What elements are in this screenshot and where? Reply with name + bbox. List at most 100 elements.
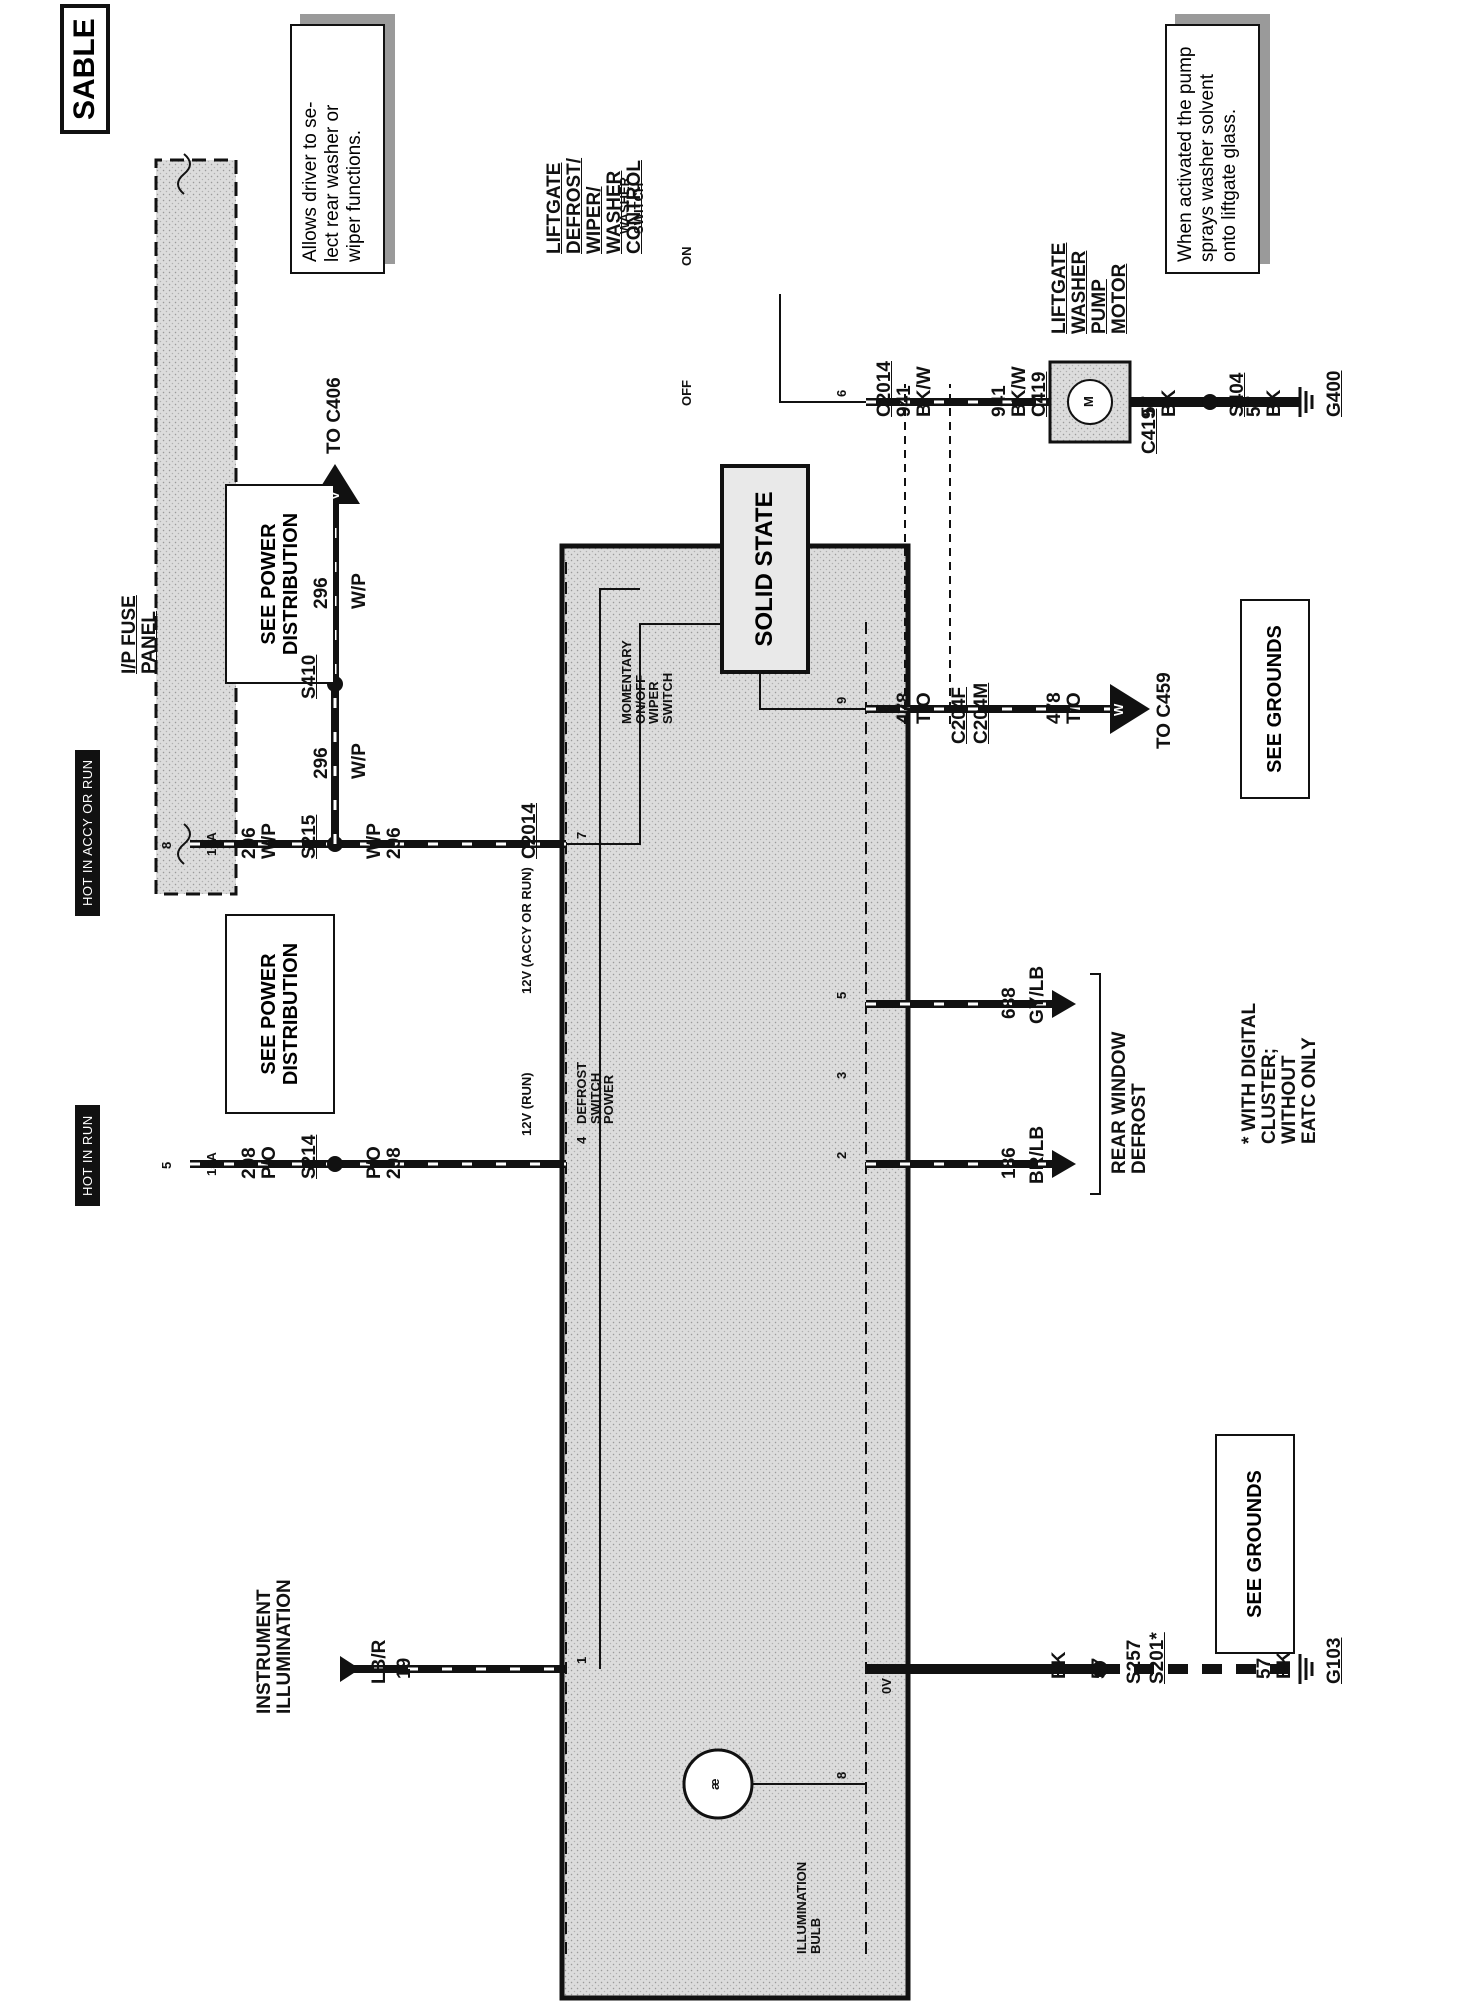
rear-window-defrost-label: REAR WINDOW DEFROST [1109,1031,1150,1174]
wire-296-number-b: 296 [384,827,405,859]
fuse-8-rating: 15A [204,832,219,856]
wire-941-color-b: BK/W [1009,366,1030,417]
to-c406-label: TO C406 [324,377,345,454]
wire-57-number-b: 57 [1254,1657,1275,1679]
ground-g103-label: G103 [1324,1637,1345,1684]
fuse-panel-outline [154,158,238,896]
splice-s257-label: S257 [1124,1639,1145,1684]
wire-478-color-b: T/O [1064,692,1085,724]
washer-switch-label: WASHER SWITCH [617,176,646,234]
wire-186-arrow [1052,1150,1076,1178]
fuse-8-label: 8 [159,841,174,849]
c406-letter: V [327,491,342,500]
connector-c204f: C204F [949,686,970,744]
pump-motor-label: LIFTGATE WASHER PUMP MOTOR [1049,242,1130,334]
wire-296-number-d: 296 [311,577,332,609]
splice-s201-label: S201* [1147,1632,1168,1684]
tag-hot-in-run: HOT IN RUN [75,1105,100,1206]
wire-296-color-b: W/P [364,823,385,859]
digital-cluster-note: * WITH DIGITAL CLUSTER; WITHOUT EATC ONL… [1239,1002,1320,1144]
c459-arrow [1110,684,1150,734]
pin-1: 1 [574,1656,589,1664]
see-power-distribution-box-1: SEE POWER DISTRIBUTION [225,914,335,1114]
momentary-switch-label: MOMENTARY ON/OFF WIPER SWITCH [619,640,675,724]
instrument-illumination-label: INSTRUMENT ILLUMINATION [254,1579,295,1714]
pin-8: 8 [834,1771,849,1779]
wire-186-number: 186 [999,1147,1020,1179]
connector-c2014-top: C2014 [519,803,540,859]
wire-57-color-c: BK [1159,389,1180,417]
connector-c419-bottom: C419 [1139,408,1160,454]
voltage-run-label: 12V (RUN) [519,1072,534,1136]
rear-defrost-bracket [1090,973,1101,1195]
wire-57-number-a: 57 [1089,1657,1110,1679]
wire-688-number: 688 [999,987,1020,1019]
splice-s214-label: S214 [299,1134,320,1179]
wire-296-number-a: 296 [239,827,260,859]
internal-bulb-circuit [599,588,640,1669]
splice-s257-dot [1092,1661,1108,1677]
fuse-panel-title: I/P FUSE PANEL [119,595,160,674]
wire-298-color-a: P/O [259,1146,280,1179]
wire-478-number-a: 478 [894,692,915,724]
wire-296-number-c: 296 [311,747,332,779]
wire-941-number-a: 941 [894,385,915,417]
ground-g400-label: G400 [1324,370,1345,417]
pin-7: 7 [574,831,589,839]
wire-296-color-c: W/P [349,743,370,779]
internal-washer-switch-line [779,294,866,403]
switch-off-label: OFF [679,380,694,406]
solid-state-block: SOLID STATE [720,464,810,674]
wire-19-number: 19 [394,1657,415,1679]
wire-296-color-a: W/P [259,823,280,859]
wire-57-color-d: BK [1264,389,1285,417]
wire-298-number-a: 298 [239,1147,260,1179]
illumination-bulb-label: ILLUMINATION BULB [794,1861,823,1954]
fuse-5-symbol [177,153,191,195]
pin-9: 9 [834,696,849,704]
fuse-5-label: 5 [159,1161,174,1169]
voltage-accy-label: 12V (ACCY OR RUN) [519,867,534,994]
pin-6: 6 [834,389,849,397]
wire-298-number-b: 298 [384,1147,405,1179]
pin-3: 3 [834,1071,849,1079]
wire-941-color-a: BK/W [914,366,935,417]
see-grounds-box-2: SEE GROUNDS [1240,599,1310,799]
splice-s404-label: S404 [1227,372,1248,417]
wire-296-color-d: W/P [349,573,370,609]
fuse-5-rating: 15A [204,1152,219,1176]
internal-power-line [566,623,740,845]
pin-2: 2 [834,1151,849,1159]
voltage-0v-label: 0V [879,1678,894,1694]
wire-688-color: GY/LB [1027,965,1048,1024]
pump-motor-symbol [1067,379,1113,425]
pump-function-note: When activated the pump sprays washer so… [1165,24,1260,274]
pin-4: 4 [574,1136,589,1144]
control-function-note: Allows driver to se- lect rear washer or… [290,24,385,274]
wire-19-arrow [340,1656,360,1682]
defrost-switch-power-label: DEFROST SWITCH POWER [574,1061,617,1124]
wire-57-color-b: BK [1274,1651,1295,1679]
vehicle-badge: SABLE [60,4,110,134]
see-grounds-box-1: SEE GROUNDS [1215,1434,1295,1654]
fuse-8-symbol [177,823,191,865]
connector-c204m: C204M [971,682,992,744]
switch-on-label: ON [679,246,694,267]
wire-186-color: BR/LB [1027,1125,1048,1184]
connector-c2014-bottom: C2014 [874,361,895,417]
wire-298-color-b: P/O [364,1146,385,1179]
wire-478-number-b: 478 [1044,692,1065,724]
to-c459-label: TO C459 [1154,672,1175,749]
connector-c419-top: C419 [1029,371,1050,417]
splice-s404-dot [1202,394,1218,410]
bulb-symbol-glyph: æ [707,1778,722,1790]
splice-s214-dot [327,1156,343,1172]
wire-941-number-b: 941 [989,385,1010,417]
splice-s410-label: S410 [299,654,320,699]
wire-478-color-a: T/O [914,692,935,724]
tag-hot-in-accy-or-run: HOT IN ACCY OR RUN [75,749,100,916]
wire-688-arrow [1052,990,1076,1018]
wire-57-color-a: BK [1049,1651,1070,1679]
